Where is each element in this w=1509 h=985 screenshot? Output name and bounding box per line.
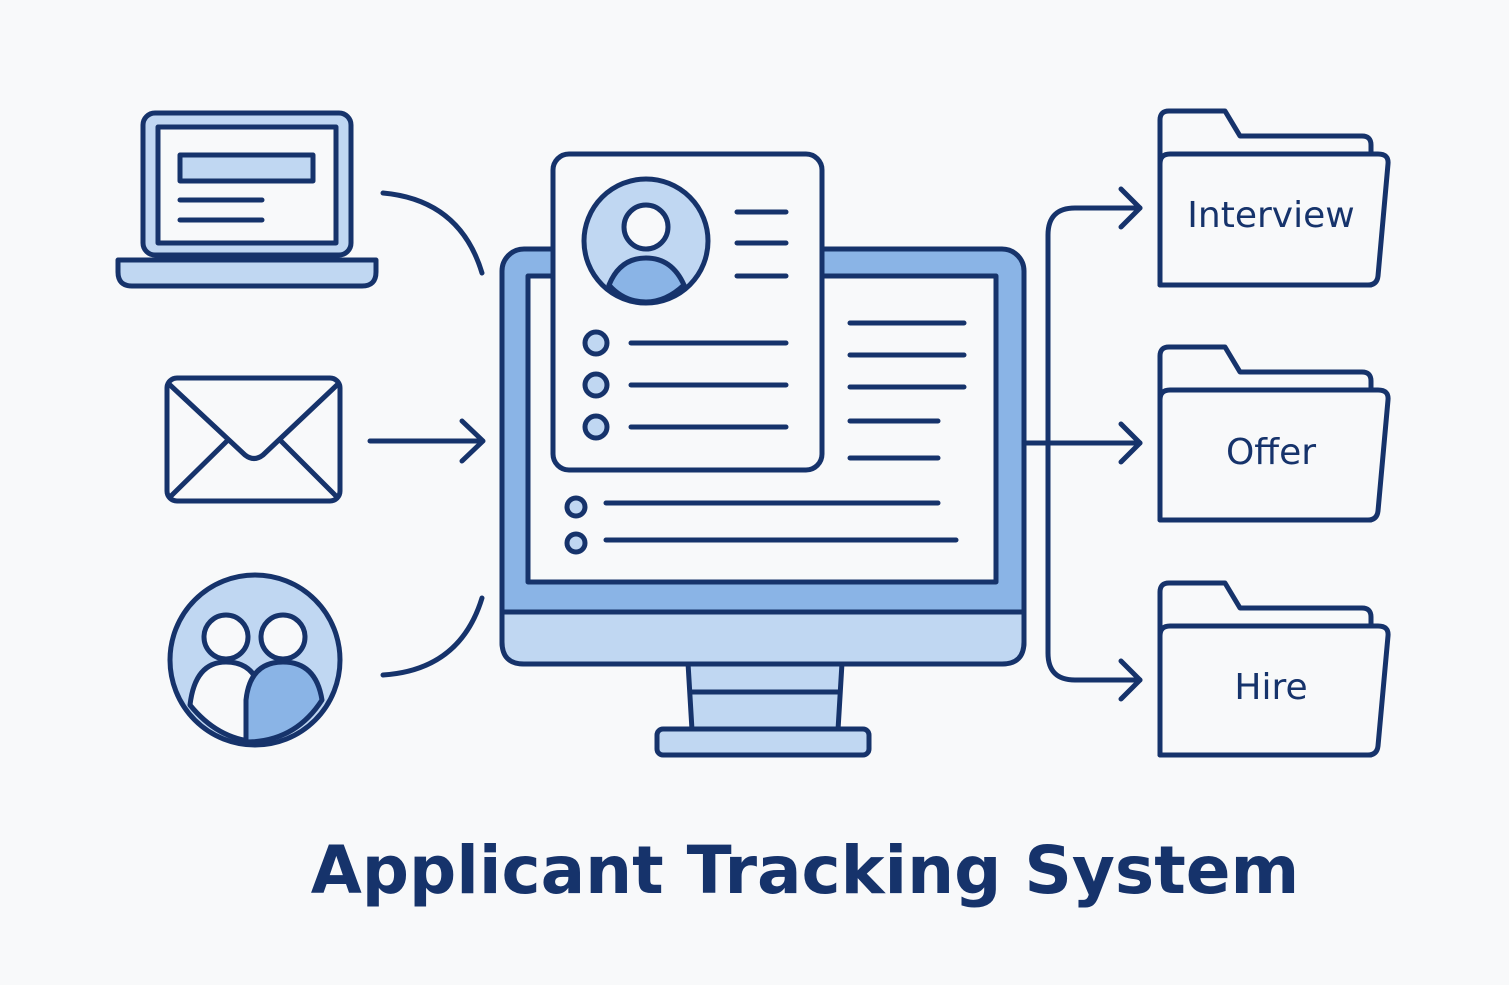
connector-laptop <box>380 190 485 276</box>
folder-interview: Interview <box>1157 108 1391 288</box>
arrow-email <box>367 418 486 464</box>
resume-card <box>550 151 825 473</box>
screen-list <box>564 320 967 555</box>
connector-people <box>380 595 485 678</box>
referral-people-icon <box>167 572 343 748</box>
folder-label-offer: Offer <box>1226 432 1316 473</box>
laptop-icon <box>115 110 379 289</box>
email-icon <box>164 375 343 504</box>
folder-label-hire: Hire <box>1234 667 1307 708</box>
folder-hire: Hire <box>1157 580 1391 758</box>
folder-label-interview: Interview <box>1187 195 1354 236</box>
branch-arrows <box>1021 186 1143 702</box>
folder-offer: Offer <box>1157 344 1391 523</box>
diagram-title: Applicant Tracking System <box>311 832 1300 909</box>
